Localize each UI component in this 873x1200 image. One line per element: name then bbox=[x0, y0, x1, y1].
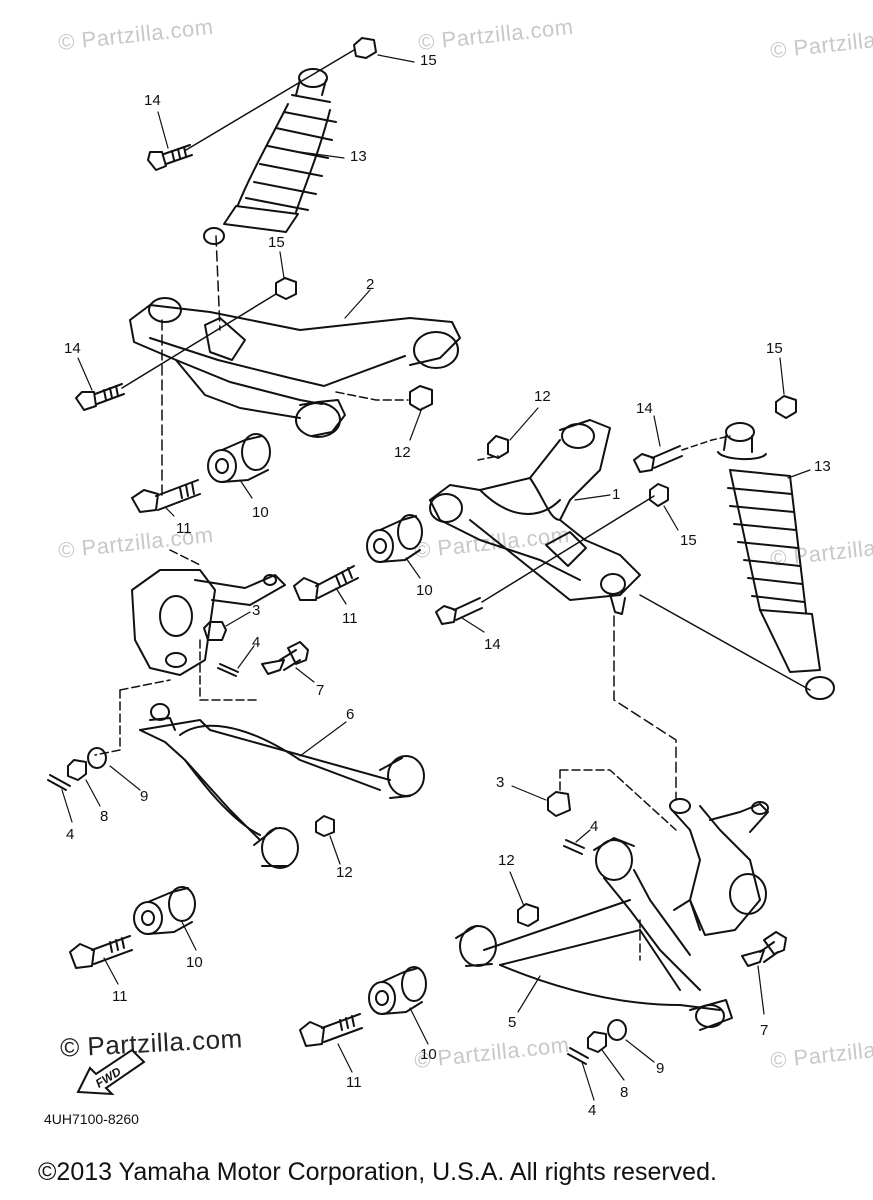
bolt-11-lower-left bbox=[69, 935, 133, 969]
callout-7: 7 bbox=[316, 682, 325, 699]
bushing-10-lower-left bbox=[133, 886, 196, 935]
callout-12: 12 bbox=[534, 388, 551, 405]
callout-10: 10 bbox=[416, 582, 433, 599]
callout-9: 9 bbox=[656, 1060, 665, 1077]
callout-13: 13 bbox=[814, 458, 831, 475]
copyright-notice: ©2013 Yamaha Motor Corporation, U.S.A. A… bbox=[38, 1158, 717, 1186]
nut-3-right bbox=[547, 791, 571, 817]
callout-15: 15 bbox=[268, 234, 285, 251]
callout-14: 14 bbox=[144, 92, 161, 109]
nut-12-right-top bbox=[487, 435, 509, 459]
callout-14: 14 bbox=[636, 400, 653, 417]
callout-4: 4 bbox=[252, 634, 261, 651]
callout-11: 11 bbox=[346, 1074, 362, 1091]
callout-6: 6 bbox=[346, 706, 355, 723]
bolt-7-right bbox=[741, 931, 787, 967]
nut-12-mid bbox=[409, 385, 433, 411]
callout-8: 8 bbox=[100, 808, 109, 825]
nut-3-left bbox=[203, 621, 227, 641]
callout-15: 15 bbox=[420, 52, 437, 69]
bolt-14-right-top bbox=[633, 445, 683, 473]
callout-10: 10 bbox=[252, 504, 269, 521]
callout-10: 10 bbox=[186, 954, 203, 971]
nut-15-right-mid bbox=[649, 483, 669, 507]
diagram-code: 4UH7100-8260 bbox=[44, 1111, 139, 1127]
bolt-11-upper bbox=[131, 479, 201, 513]
shock-absorber-upper bbox=[203, 68, 337, 245]
nut-15-right-top bbox=[775, 395, 797, 419]
callout-12: 12 bbox=[336, 864, 353, 881]
pin-4-left bbox=[217, 663, 239, 677]
bolt-11-lower-right bbox=[299, 1013, 363, 1047]
callout-3: 3 bbox=[496, 774, 505, 791]
washer-9-right bbox=[607, 1019, 627, 1041]
callout-12: 12 bbox=[394, 444, 411, 461]
nut-15-top bbox=[353, 37, 377, 59]
nut-12-lower-left bbox=[315, 815, 335, 837]
callout-11: 11 bbox=[342, 610, 358, 627]
bolt-14-top bbox=[147, 144, 193, 171]
fwd-arrow-icon bbox=[76, 1048, 146, 1096]
callout-14: 14 bbox=[484, 636, 501, 653]
callout-1: 1 bbox=[612, 486, 621, 503]
pin-4-lower-left bbox=[47, 774, 71, 791]
bushing-10-right bbox=[366, 514, 423, 563]
callout-15: 15 bbox=[766, 340, 783, 357]
bolt-14-mid bbox=[75, 383, 125, 411]
callout-2: 2 bbox=[366, 276, 375, 293]
upper-arm-1 bbox=[429, 419, 641, 615]
callout-12: 12 bbox=[498, 852, 515, 869]
nut-15-mid bbox=[275, 277, 297, 300]
callout-3: 3 bbox=[252, 602, 261, 619]
bushing-10-upper bbox=[207, 433, 271, 483]
nut-12-lower-right bbox=[517, 903, 539, 927]
upper-arm-2 bbox=[129, 297, 461, 438]
pin-4-lower-right bbox=[567, 1047, 589, 1065]
bolt-7-left bbox=[261, 641, 309, 675]
callout-13: 13 bbox=[350, 148, 367, 165]
callout-4: 4 bbox=[66, 826, 75, 843]
callout-4: 4 bbox=[588, 1102, 597, 1119]
callout-4: 4 bbox=[590, 818, 599, 835]
callout-11: 11 bbox=[112, 988, 128, 1005]
callout-8: 8 bbox=[620, 1084, 629, 1101]
callout-14: 14 bbox=[64, 340, 81, 357]
bolt-11-mid bbox=[293, 565, 359, 601]
callout-7: 7 bbox=[760, 1022, 769, 1039]
callout-11: 11 bbox=[176, 520, 192, 537]
callout-10: 10 bbox=[420, 1046, 437, 1063]
bolt-14-right-lower bbox=[435, 597, 483, 625]
lower-arm-6 bbox=[139, 703, 425, 869]
nut-8-right bbox=[587, 1031, 607, 1053]
pin-4-right bbox=[563, 839, 585, 855]
knuckle-right bbox=[669, 798, 769, 936]
callout-9: 9 bbox=[140, 788, 149, 805]
nut-8-left bbox=[67, 759, 87, 781]
knuckle-left bbox=[131, 569, 286, 676]
lower-arm-5 bbox=[455, 837, 733, 1031]
washer-9-left bbox=[87, 747, 107, 769]
callout-15: 15 bbox=[680, 532, 697, 549]
callout-5: 5 bbox=[508, 1014, 517, 1031]
bushing-10-lower-right bbox=[368, 966, 427, 1015]
